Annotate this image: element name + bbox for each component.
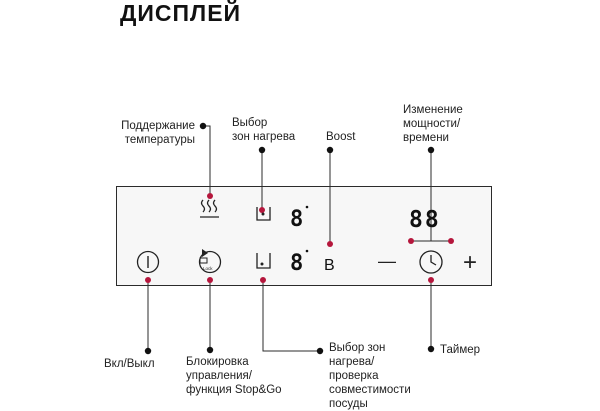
label-power-time-line1: Изменение — [403, 104, 463, 116]
dot-zone-select — [258, 146, 266, 154]
timer-button[interactable] — [419, 250, 443, 274]
label-power-time-line2: мощности/ — [403, 118, 461, 130]
dot-boost — [326, 146, 334, 154]
accent-dot-timer — [428, 277, 434, 283]
pause-flag-icon — [202, 249, 208, 257]
accent-dot-lock — [207, 277, 213, 283]
label-zone-select-line2: зон нагрева — [232, 131, 296, 143]
dot-on-off — [144, 347, 152, 355]
dot-power-time — [427, 146, 435, 154]
accent-dot-power-left — [408, 238, 414, 244]
control-panel — [116, 186, 492, 286]
accent-dot-power-right — [448, 238, 454, 244]
lock-icon — [199, 257, 208, 264]
label-zone-check-line1: Выбор зон — [329, 342, 386, 354]
label-keep-warm: Поддержание температуры — [95, 119, 195, 147]
label-zone-check-line2: нагрева/ — [329, 356, 375, 368]
dot-zone-check — [316, 347, 324, 355]
dot-keep-warm — [199, 122, 207, 130]
zone-select-bottom-icon — [256, 253, 271, 269]
leader-keep-warm — [203, 125, 211, 196]
timer-digits: 88 — [409, 207, 441, 233]
accent-dot-zone-check — [260, 277, 266, 283]
label-lock: Блокировка управления/ функция Stop&Go — [186, 355, 282, 397]
label-power-time: Изменение мощности/ времени — [403, 103, 463, 145]
lock-badge-text: Lock — [203, 266, 213, 271]
zone-select-top-dot — [261, 212, 265, 216]
label-keep-warm-line1: Поддержание — [121, 120, 195, 132]
zone-2-digit-dot — [305, 249, 309, 253]
page-title: ДИСПЛЕЙ — [120, 0, 242, 26]
dot-timer — [427, 345, 435, 353]
accent-dot-on-off — [145, 277, 151, 283]
accent-dot-boost — [327, 241, 333, 247]
minus-button[interactable]: — — [378, 251, 396, 271]
label-timer: Таймер — [440, 344, 481, 356]
label-zone-select-line1: Выбор — [232, 117, 268, 129]
power-button[interactable] — [136, 250, 160, 274]
label-lock-line1: Блокировка — [186, 356, 249, 368]
timer-button-ring[interactable] — [419, 250, 443, 274]
zone-1-power-digit: 8 — [290, 207, 303, 232]
label-zone-check: Выбор зон нагрева/ проверка совместимост… — [329, 341, 411, 411]
label-zone-check-line5: посуды — [329, 398, 368, 410]
power-button-ring[interactable] — [136, 250, 160, 274]
label-zone-select: Выбор зон нагрева — [232, 116, 295, 144]
boost-indicator[interactable]: B — [324, 257, 335, 274]
zone-select-bottom-dot — [260, 262, 264, 266]
accent-dot-zone-select — [259, 207, 265, 213]
zone-select-top-icon — [256, 207, 271, 221]
leader-zone-check — [262, 280, 320, 352]
keep-warm-icon — [200, 199, 219, 218]
label-lock-line2: управления/ — [186, 370, 252, 382]
label-power-time-line3: времени — [403, 132, 449, 144]
label-keep-warm-line2: температуры — [124, 134, 195, 146]
lock-button[interactable]: Lock — [198, 249, 222, 274]
accent-dot-keep-warm — [207, 193, 213, 199]
plus-button[interactable]: + — [463, 249, 477, 276]
label-on-off: Вкл/Выкл — [104, 358, 155, 370]
label-lock-line3: функция Stop&Go — [186, 384, 282, 396]
zone-2-power-digit: 8 — [290, 251, 303, 276]
zone-1-digit-dot — [305, 205, 309, 209]
label-boost: Boost — [326, 131, 356, 143]
label-zone-check-line4: совместимости — [329, 384, 411, 396]
clock-icon — [430, 255, 437, 266]
label-zone-check-line3: проверка — [329, 370, 379, 382]
dot-lock — [206, 346, 214, 354]
